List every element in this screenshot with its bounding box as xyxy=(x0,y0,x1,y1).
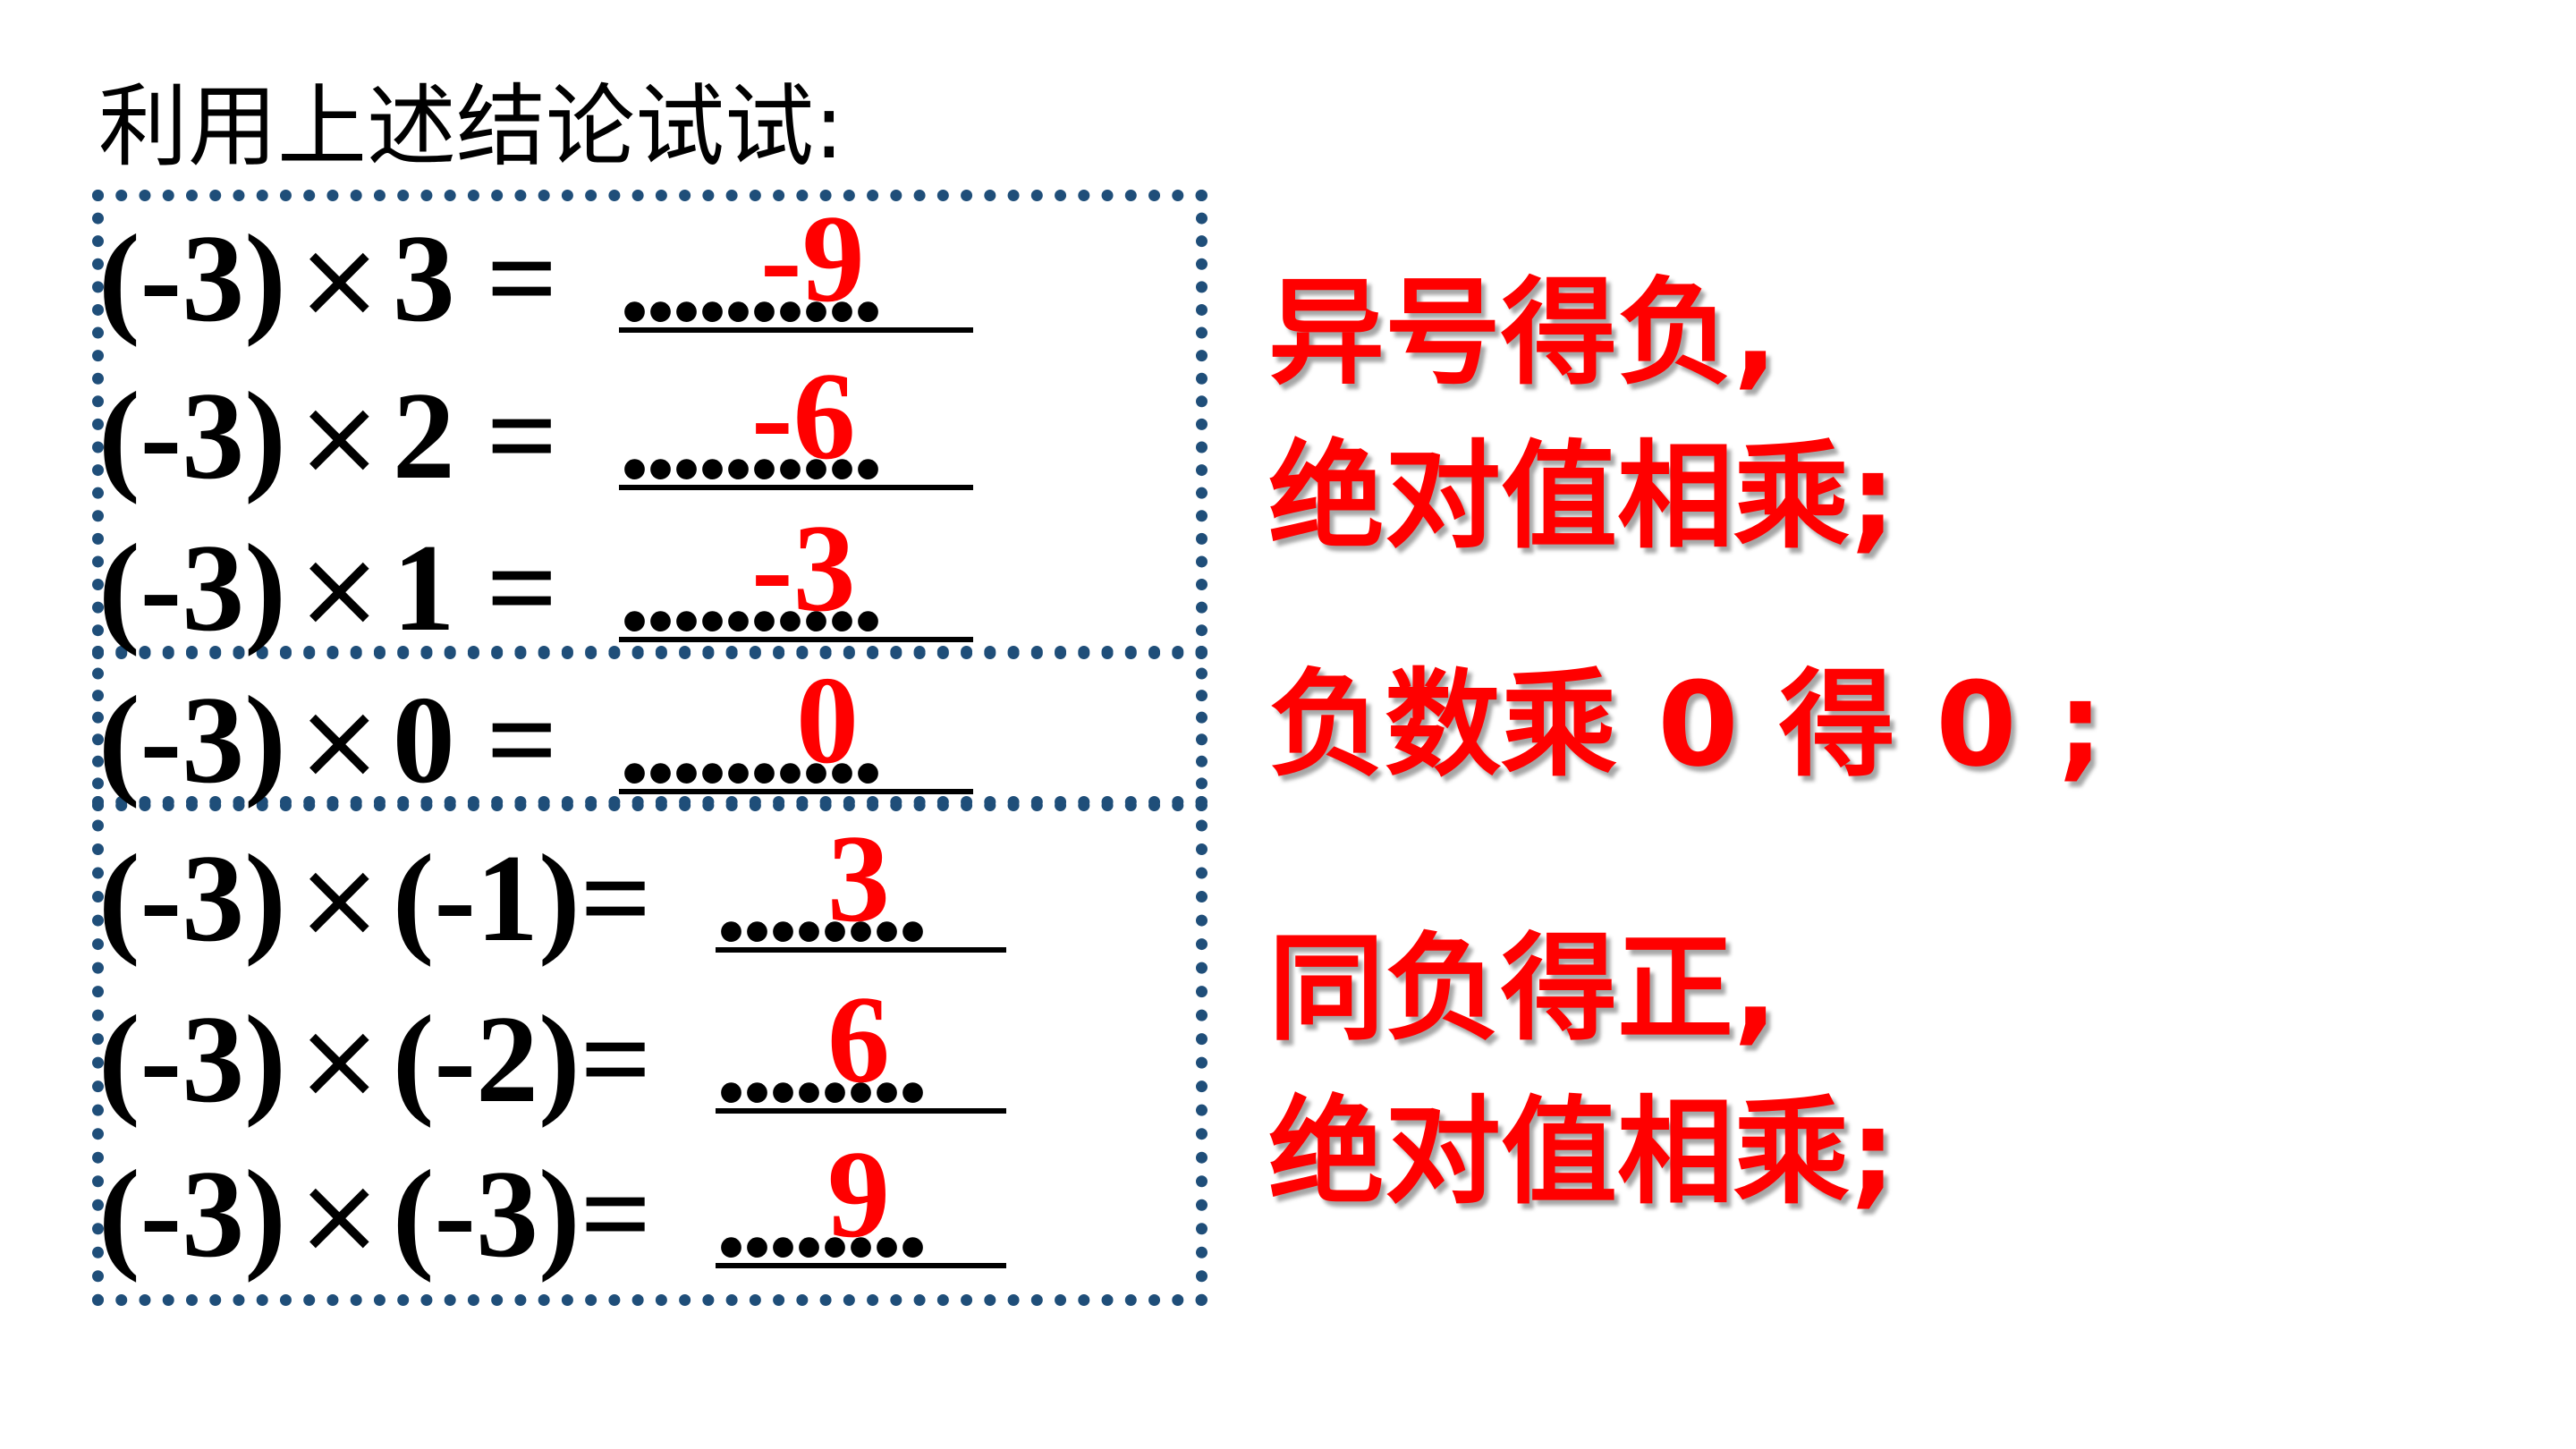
equation-rhs: (-3)= xyxy=(392,1145,652,1284)
blank-dots: .......... xyxy=(619,671,884,809)
answer-value: -9 xyxy=(760,190,865,328)
equation-row-6: (-3)×(-2)= xyxy=(98,988,651,1131)
blank-underline xyxy=(619,637,973,642)
rule-zero: 负数乘 0 得 0 ; xyxy=(1268,657,2104,792)
equation-row-5: (-3)×(-1)= xyxy=(98,827,651,970)
equation-lhs: (-3) xyxy=(98,990,286,1129)
blank-underline xyxy=(619,485,973,490)
equation-lhs: (-3) xyxy=(98,519,286,657)
times-symbol: × xyxy=(294,998,384,1122)
rule-different-signs-line2: 绝对值相乘; xyxy=(1268,428,1896,564)
blank-underline xyxy=(619,789,973,794)
blank-underline xyxy=(619,327,973,333)
equation-lhs: (-3) xyxy=(98,829,286,968)
blank-dots: ........ xyxy=(716,990,928,1129)
times-symbol: × xyxy=(294,217,384,341)
answer-value: -3 xyxy=(751,499,856,638)
answer-blank-5: ........ 3 xyxy=(716,809,1006,970)
times-symbol: × xyxy=(294,837,384,961)
equation-lhs: (-3) xyxy=(98,1145,286,1284)
times-symbol: × xyxy=(294,679,384,802)
answer-blank-6: ........ 6 xyxy=(716,970,1006,1131)
equation-row-1: (-3)×3 = xyxy=(98,208,558,351)
dotted-box-negative-multipliers xyxy=(92,796,1208,1306)
answer-value: 3 xyxy=(827,809,890,948)
equation-rhs: (-1)= xyxy=(392,829,652,968)
equation-rhs: 0 = xyxy=(392,671,558,809)
times-symbol: × xyxy=(294,375,384,498)
rule-same-signs-line1: 同负得正, xyxy=(1268,920,1778,1056)
equation-rhs: 3 = xyxy=(392,209,558,348)
equation-rhs: (-2)= xyxy=(392,990,652,1129)
equation-row-7: (-3)×(-3)= xyxy=(98,1143,651,1286)
answer-blank-7: ........ 9 xyxy=(716,1125,1006,1286)
heading: 利用上述结论试试: xyxy=(98,74,844,179)
blank-dots: .......... xyxy=(619,209,884,348)
answer-blank-1: .......... -9 xyxy=(619,190,973,351)
times-symbol: × xyxy=(294,527,384,650)
rule-same-signs-line2: 绝对值相乘; xyxy=(1268,1084,1896,1220)
equation-row-3: (-3)×1 = xyxy=(98,517,558,660)
blank-underline xyxy=(716,1108,1006,1114)
answer-value: -6 xyxy=(751,347,856,486)
answer-blank-4: .......... 0 xyxy=(619,651,973,812)
answer-value: 9 xyxy=(827,1125,890,1264)
equation-row-4: (-3)×0 = xyxy=(98,669,558,812)
blank-dots: ........ xyxy=(716,1145,928,1284)
equation-rhs: 1 = xyxy=(392,519,558,657)
answer-blank-2: .......... -6 xyxy=(619,347,973,508)
times-symbol: × xyxy=(294,1153,384,1276)
equation-lhs: (-3) xyxy=(98,209,286,348)
blank-underline xyxy=(716,947,1006,953)
equation-row-2: (-3)×2 = xyxy=(98,365,558,508)
answer-value: 0 xyxy=(796,651,859,790)
blank-dots: ........ xyxy=(716,829,928,968)
answer-blank-3: .......... -3 xyxy=(619,499,973,660)
blank-dots: .......... xyxy=(619,367,884,505)
rule-different-signs-line1: 异号得负, xyxy=(1268,265,1778,401)
blank-dots: .......... xyxy=(619,519,884,657)
equation-lhs: (-3) xyxy=(98,367,286,505)
equation-rhs: 2 = xyxy=(392,367,558,505)
answer-value: 6 xyxy=(827,970,890,1109)
blank-underline xyxy=(716,1263,1006,1268)
equation-lhs: (-3) xyxy=(98,671,286,809)
